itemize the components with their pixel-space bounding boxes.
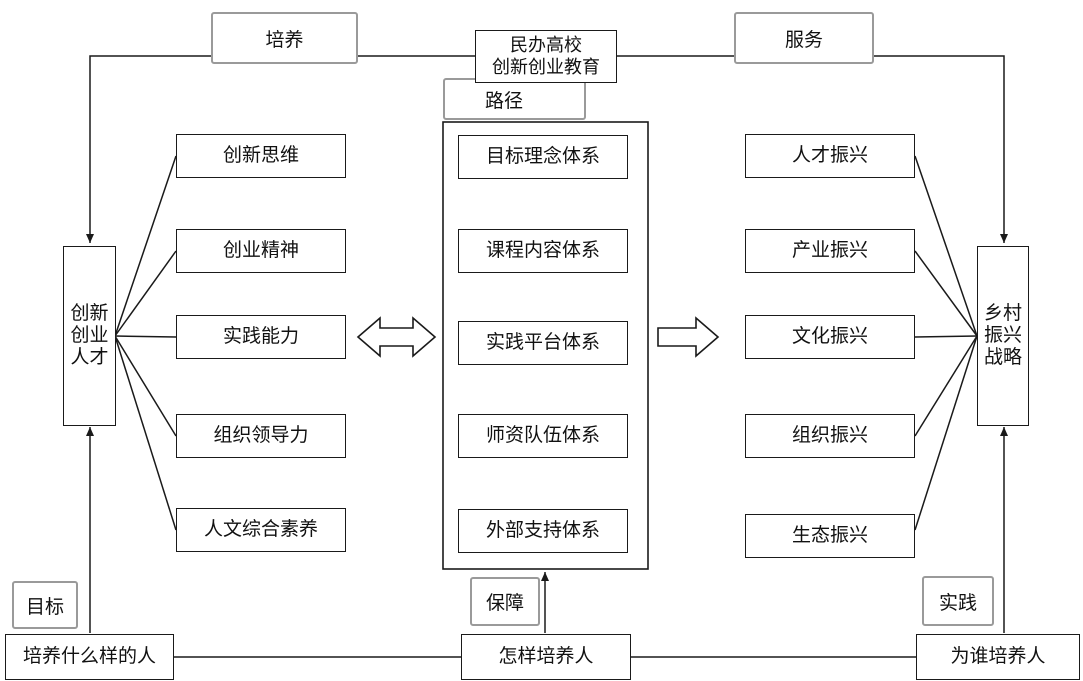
right-item-3: 文化振兴 (745, 315, 915, 359)
tag-serve: 服务 (734, 12, 874, 64)
right-item-2: 产业振兴 (745, 229, 915, 273)
center-container (442, 121, 649, 570)
left-item-4: 组织领导力 (176, 414, 346, 458)
tag-goal: 目标 (12, 581, 78, 629)
right-arrow (657, 316, 720, 358)
right-item-5: 生态振兴 (745, 514, 915, 558)
left-item-1: 创新思维 (176, 134, 346, 178)
left-item-3: 实践能力 (176, 315, 346, 359)
bottom-center-box: 怎样培养人 (461, 634, 631, 680)
right-item-1: 人才振兴 (745, 134, 915, 178)
tag-guarantee-label: 保障 (485, 592, 524, 614)
right-main-box: 乡村 振兴 战略 (977, 246, 1029, 426)
left-item-5: 人文综合素养 (176, 508, 346, 552)
bottom-right-box: 为谁培养人 (916, 634, 1080, 680)
center-item-4: 师资队伍体系 (458, 414, 628, 458)
tag-cultivate: 培养 (211, 12, 358, 64)
left-item-2: 创业精神 (176, 229, 346, 273)
double-arrow (356, 316, 437, 358)
center-item-3: 实践平台体系 (458, 321, 628, 365)
center-item-2: 课程内容体系 (458, 229, 628, 273)
center-item-1: 目标理念体系 (458, 135, 628, 179)
tag-serve-label: 服务 (784, 28, 823, 51)
top-center-box: 民办高校 创新创业教育 (475, 30, 617, 83)
tag-cultivate-label: 培养 (265, 28, 304, 51)
tag-guarantee: 保障 (470, 577, 540, 626)
center-item-5: 外部支持体系 (458, 509, 628, 553)
left-main-box: 创新 创业 人才 (63, 246, 116, 426)
tag-goal-label: 目标 (25, 595, 64, 618)
bottom-left-box: 培养什么样的人 (5, 634, 174, 680)
tag-practice: 实践 (922, 576, 994, 626)
tag-path-label: 路径 (485, 89, 524, 112)
tag-path: 路径 (443, 78, 586, 120)
right-item-4: 组织振兴 (745, 414, 915, 458)
tag-practice-label: 实践 (938, 591, 977, 614)
